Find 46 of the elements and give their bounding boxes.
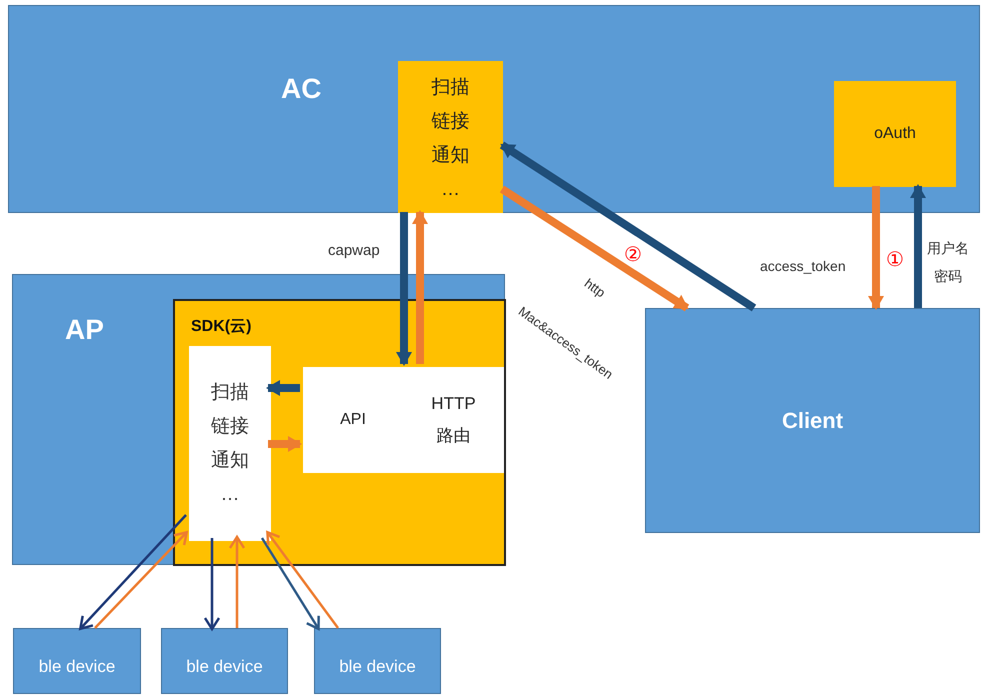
step-number: ① xyxy=(886,248,904,273)
node-text: 链接 xyxy=(432,110,470,134)
node-text: oAuth xyxy=(874,124,916,144)
node-text: … xyxy=(220,483,240,507)
module-box xyxy=(398,61,503,213)
node-text: 扫描 xyxy=(432,76,470,100)
api-box xyxy=(303,367,403,473)
arrow xyxy=(412,210,428,364)
node-text: ble device xyxy=(339,656,416,678)
arrow xyxy=(204,538,220,630)
module-list-box xyxy=(189,346,271,541)
device-box xyxy=(161,628,288,694)
node-text: AC xyxy=(281,72,322,106)
node-text: HTTP 路由 xyxy=(430,393,477,447)
arrow xyxy=(260,537,320,630)
node-text: … xyxy=(441,178,460,202)
node-text: SDK(云) xyxy=(191,317,252,337)
arrow xyxy=(266,530,339,629)
arrow xyxy=(500,186,690,312)
ac-panel xyxy=(8,5,980,213)
arrow xyxy=(94,531,188,629)
oauth-box xyxy=(834,81,956,187)
node-text: 链接 xyxy=(211,415,249,439)
node-text: ble device xyxy=(38,656,116,678)
sdk-box xyxy=(173,299,506,566)
step-number: ② xyxy=(624,243,642,268)
node-text: 通知 xyxy=(432,144,470,168)
node-text: ble device xyxy=(186,656,263,678)
node-text: AP xyxy=(65,313,104,347)
http-router-box xyxy=(403,367,504,473)
arrow xyxy=(268,436,302,452)
node-text: 通知 xyxy=(211,449,249,473)
node-text: API xyxy=(340,410,366,430)
client-box xyxy=(645,308,980,533)
node-text: 扫描 xyxy=(211,381,249,405)
arrow xyxy=(266,380,300,396)
device-box xyxy=(314,628,441,694)
arrow xyxy=(910,184,926,308)
arrow xyxy=(396,212,412,366)
device-box xyxy=(13,628,141,694)
arrow xyxy=(228,536,246,628)
ap-panel xyxy=(12,274,505,565)
node-text: Client xyxy=(782,407,844,435)
arrow xyxy=(868,186,884,310)
arrow xyxy=(79,514,187,630)
arrow xyxy=(500,142,756,312)
